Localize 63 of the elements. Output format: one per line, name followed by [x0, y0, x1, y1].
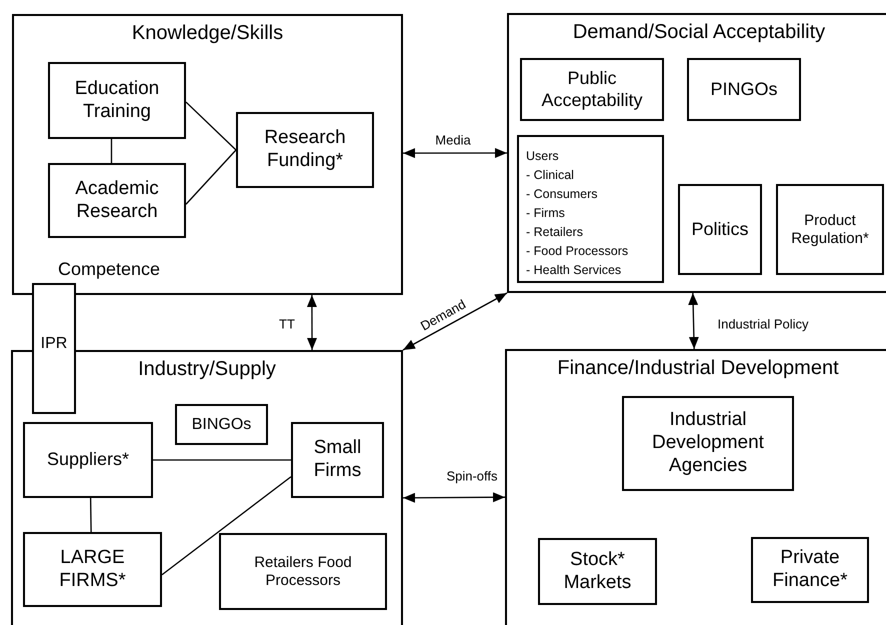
list-item: - Retailers	[526, 224, 584, 241]
arrow	[688, 292, 699, 350]
list-item: - Health Services	[526, 262, 622, 279]
arrow	[403, 492, 505, 503]
process-box	[291, 422, 384, 498]
box-label: LARGE FIRMS*	[58, 546, 127, 592]
group-heading: Knowledge/Skills	[130, 22, 284, 45]
connector-line	[110, 139, 112, 163]
group-heading: Industry/Supply	[137, 358, 277, 381]
list-item: - Clinical	[526, 167, 575, 184]
box-label: Research Funding*	[263, 127, 347, 173]
box-label: Product Regulation*	[790, 212, 870, 248]
box-label: Politics	[691, 218, 748, 240]
list-heading: Users	[526, 148, 560, 165]
connector-line	[186, 150, 236, 205]
process-box	[776, 184, 884, 275]
group-box	[12, 14, 403, 295]
process-box	[23, 422, 153, 498]
connector-line	[186, 102, 236, 150]
process-box	[48, 163, 186, 238]
list-item: - Food Processors	[526, 243, 628, 260]
box-label: Retailers Food Processors	[253, 554, 353, 590]
process-box	[23, 532, 162, 607]
arrow	[402, 292, 508, 351]
box-label: BINGOs	[192, 414, 252, 434]
box-label: Academic Research	[74, 178, 160, 224]
box-label: PINGOs	[710, 78, 778, 100]
group-box	[505, 349, 886, 625]
process-box	[175, 404, 268, 445]
box-label: Stock* Markets	[562, 548, 632, 594]
group-heading: Demand/Social Acceptability	[572, 21, 826, 44]
edge-label: Spin-offs	[444, 468, 500, 484]
group-note: Competence	[58, 260, 160, 280]
connector-line	[162, 476, 292, 576]
process-box	[219, 533, 387, 610]
group-heading: Finance/Industrial Development	[556, 357, 840, 380]
group-box	[507, 13, 886, 293]
list-item: - Firms	[526, 205, 566, 222]
process-box	[236, 112, 374, 188]
list-item: - Consumers	[526, 186, 599, 203]
box-label: IPR	[40, 335, 68, 353]
edge-label: Media	[433, 132, 473, 148]
box-label: Small Firms	[312, 437, 362, 483]
process-box	[678, 184, 762, 275]
process-box	[48, 62, 186, 139]
process-box	[622, 396, 794, 491]
group-box	[11, 350, 403, 625]
process-box	[751, 537, 869, 603]
box-label: Public Acceptability	[540, 68, 644, 112]
arrow	[403, 148, 507, 158]
process-box	[538, 538, 657, 605]
arrow	[306, 295, 318, 350]
tab-box	[32, 283, 76, 414]
box-label: Education Training	[74, 78, 160, 124]
process-box	[687, 58, 801, 121]
connector-line	[90, 498, 92, 532]
process-box	[520, 58, 664, 121]
box-label: Suppliers*	[46, 449, 130, 471]
box-label: Industrial Development Agencies	[651, 409, 765, 478]
list-box	[517, 135, 664, 283]
edge-label: TT	[277, 316, 297, 332]
connector-line	[153, 459, 291, 461]
box-label: Private Finance*	[772, 547, 848, 593]
